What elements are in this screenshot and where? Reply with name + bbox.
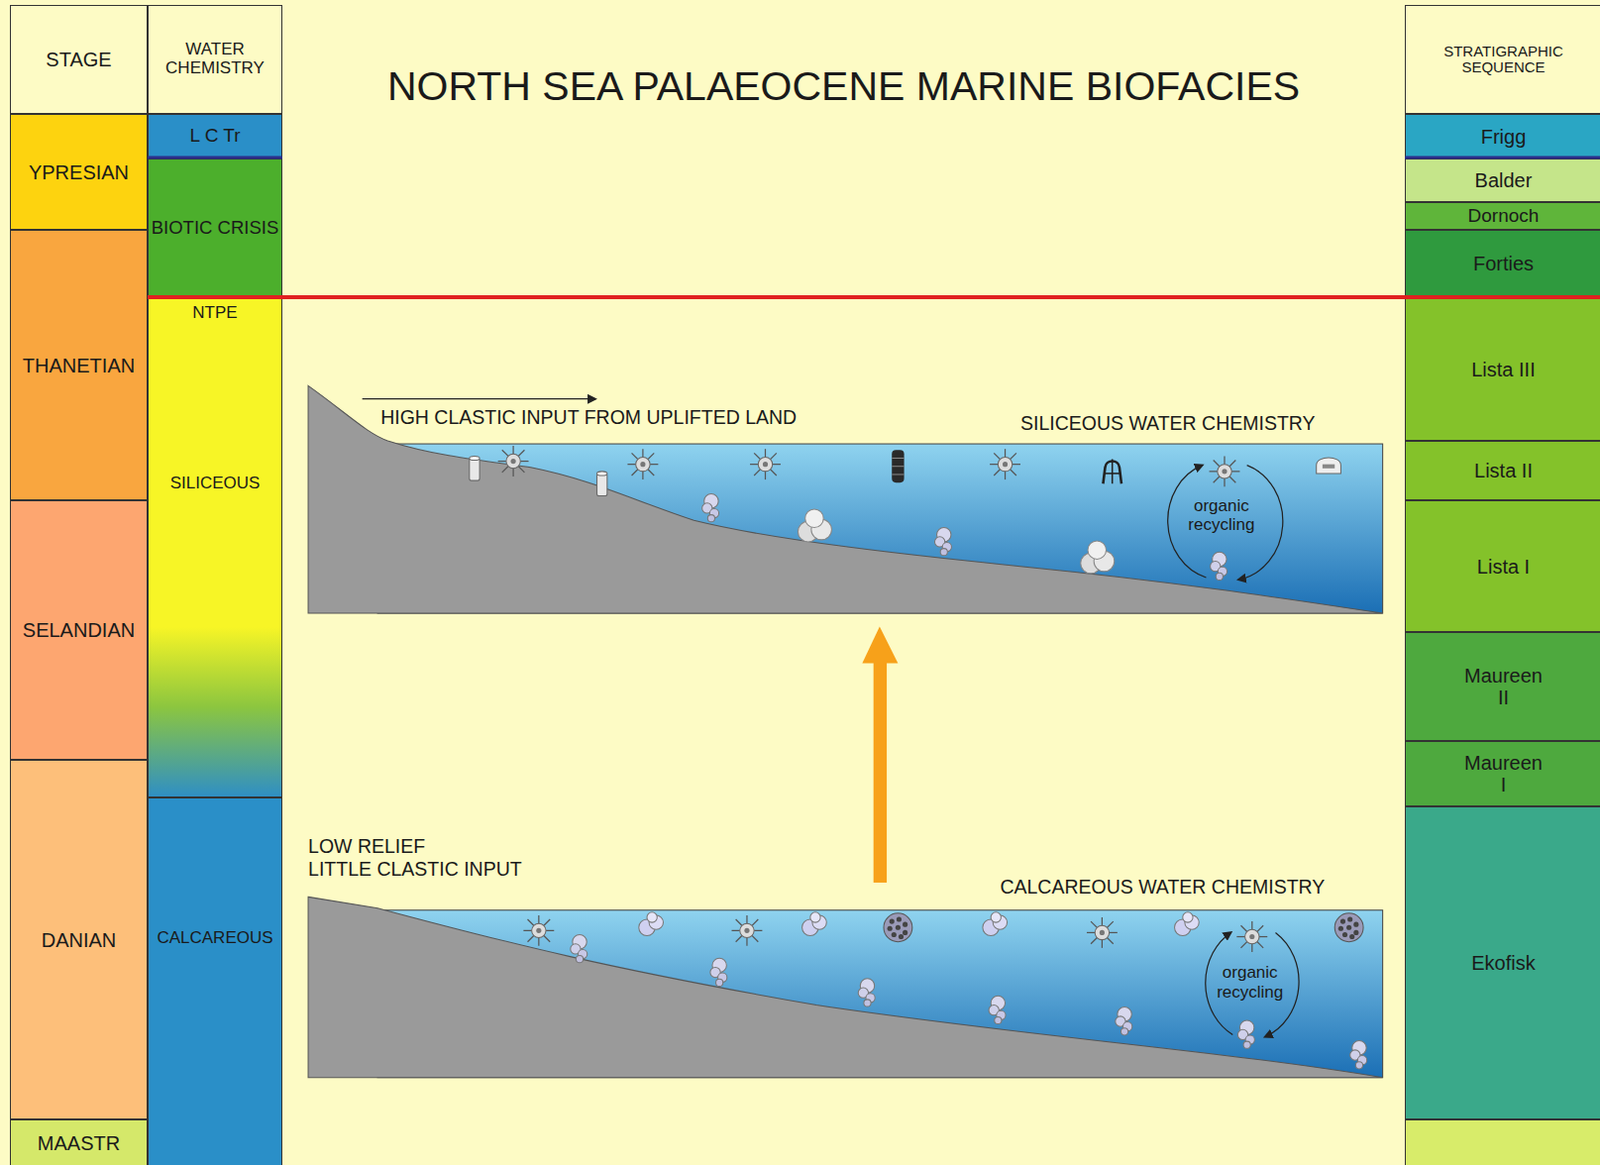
band-text: L C Tr (189, 125, 240, 147)
column-band: Balder (1404, 158, 1600, 203)
band-text: Lista I (1477, 555, 1530, 578)
band-text: DANIAN (41, 929, 117, 952)
column-band: YPRESIAN (9, 113, 148, 230)
column-band: Ekofisk (1404, 806, 1600, 1120)
blank-band (1404, 1119, 1600, 1165)
column-band: CALCAREOUS (147, 797, 283, 1165)
column-band: Lista II (1404, 440, 1600, 501)
header-cell: STAGE (9, 4, 148, 114)
cycle-label: organic recycling (1198, 962, 1301, 1002)
diagram-title: NORTH SEA PALAEOCENE MARINE BIOFACIES (282, 63, 1405, 110)
column-band: THANETIAN (9, 229, 148, 501)
band-text: MAASTR (37, 1132, 120, 1155)
panel-label: SILICEOUS WATER CHEMISTRY (1020, 412, 1316, 434)
panel-label: LITTLE CLASTIC INPUT (308, 857, 523, 880)
header-cell: WATER CHEMISTRY (147, 4, 283, 114)
cycle-label: organic recycling (1170, 496, 1273, 535)
band-text: YPRESIAN (28, 161, 129, 184)
column-band: L C Tr (147, 113, 283, 159)
column-band: Dornoch (1404, 202, 1600, 230)
column-band: Maureen II (1404, 632, 1600, 742)
blue-boundary-line (147, 156, 283, 160)
band-text: STRATIGRAPHIC SEQUENCE (1405, 43, 1600, 77)
band-text: Dornoch (1468, 206, 1540, 227)
band-text: NTPE (148, 304, 282, 323)
band-text: Balder (1475, 169, 1533, 192)
column-band: DANIAN (9, 759, 148, 1120)
band-text: THANETIAN (22, 354, 135, 377)
column-band: Maureen I (1404, 741, 1600, 807)
band-text: Frigg (1481, 125, 1527, 148)
band-text: SILICEOUS (148, 474, 282, 494)
band-text: WATER CHEMISTRY (148, 40, 282, 78)
column-band: SELANDIAN (9, 500, 148, 760)
band-text: Maureen II (1459, 664, 1549, 709)
band-text: Maureen I (1459, 751, 1549, 796)
band-text: Lista II (1474, 459, 1533, 482)
band-text: BIOTIC CRISIS (151, 217, 280, 238)
band-text: CALCAREOUS (148, 929, 282, 949)
column-band: MAASTR (9, 1119, 148, 1165)
column-band: Forties (1404, 229, 1600, 298)
column-band: Frigg (1404, 113, 1600, 159)
column-band: Lista III (1404, 297, 1600, 441)
panel-label: CALCAREOUS WATER CHEMISTRY (999, 875, 1325, 898)
red-boundary-line (147, 295, 1600, 300)
panel-label: LOW RELIEF (308, 835, 426, 857)
panel-label: HIGH CLASTIC INPUT FROM UPLIFTED LAND (380, 406, 797, 428)
band-text: Lista III (1471, 358, 1535, 381)
column-band: BIOTIC CRISIS (147, 158, 283, 298)
band-text: SELANDIAN (22, 619, 135, 641)
band-text: STAGE (45, 48, 111, 71)
header-cell: STRATIGRAPHIC SEQUENCE (1404, 4, 1600, 114)
column-band: Lista I (1404, 500, 1600, 633)
band-text: Ekofisk (1471, 952, 1535, 974)
column-band: NTPE SILICEOUS (147, 297, 283, 798)
blue-boundary-line (1404, 156, 1600, 160)
band-text: Forties (1473, 252, 1534, 275)
